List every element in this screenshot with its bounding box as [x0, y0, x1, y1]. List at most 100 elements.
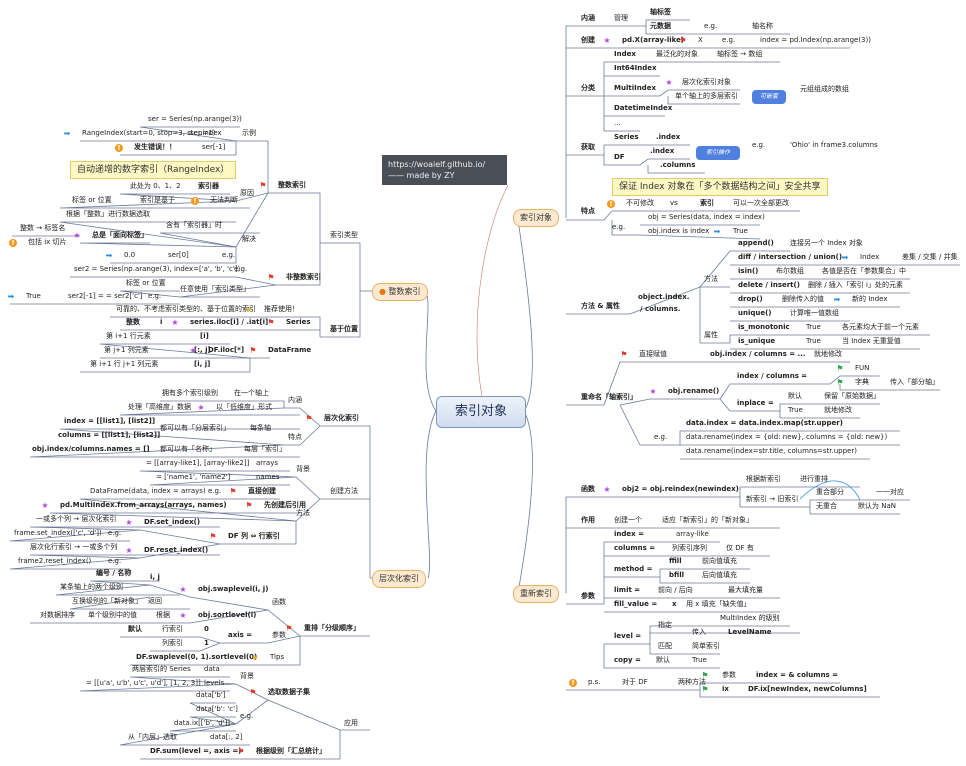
- topic-node[interactable]: 层次化索引对象: [682, 78, 731, 86]
- topic-node[interactable]: Series: [614, 133, 639, 141]
- topic-node[interactable]: 1: [204, 639, 209, 647]
- topic-node[interactable]: obj.sortlevel(i): [198, 611, 257, 619]
- topic-node[interactable]: 简单索引: [692, 642, 720, 650]
- topic-node[interactable]: 从「内层」选取: [128, 733, 177, 741]
- topic-node[interactable]: 参数: [581, 592, 595, 600]
- topic-node[interactable]: ...: [614, 119, 621, 127]
- topic-node[interactable]: copy =: [614, 656, 641, 664]
- topic-node[interactable]: 示例: [242, 129, 256, 137]
- topic-node[interactable]: columns = [[list1], [list2]]: [58, 431, 161, 439]
- topic-node[interactable]: 单个级别中的值: [88, 611, 137, 619]
- topic-node[interactable]: is_monotonic: [738, 323, 790, 331]
- topic-node[interactable]: FUN: [855, 364, 870, 372]
- topic-node[interactable]: ser2[-1] = = ser2['c']: [68, 292, 143, 300]
- topic-node[interactable]: arrays: [256, 459, 279, 467]
- topic-node[interactable]: method =: [614, 565, 653, 573]
- topic-node[interactable]: level =: [614, 632, 642, 640]
- topic-node[interactable]: x: [672, 600, 677, 608]
- topic-node[interactable]: DataFrame(data, index = arrays): [90, 487, 206, 495]
- topic-node[interactable]: e.g.: [108, 557, 122, 565]
- topic-node[interactable]: 删除传入的值: [782, 295, 824, 303]
- topic-node[interactable]: 互换级别的「新对象」: [72, 597, 142, 605]
- topic-node[interactable]: 应用: [344, 719, 358, 727]
- topic-node[interactable]: 函数: [272, 598, 286, 606]
- topic-node[interactable]: 不可修改: [626, 199, 654, 207]
- topic-node[interactable]: 重命名「轴索引」: [581, 393, 637, 401]
- topic-node[interactable]: delete / insert(): [738, 281, 800, 289]
- topic-node[interactable]: 两层索引的 Series: [132, 665, 191, 673]
- topic-node[interactable]: ix: [722, 685, 729, 693]
- branch-hierarchical-index[interactable]: 层次化索引: [372, 570, 426, 588]
- topic-node[interactable]: 重合部分: [816, 488, 844, 496]
- topic-node[interactable]: array-like: [676, 530, 709, 538]
- topic-node[interactable]: 参数: [722, 671, 736, 679]
- topic-node[interactable]: 背景: [296, 465, 310, 473]
- topic-node[interactable]: 仅 DF 有: [726, 544, 754, 552]
- topic-node[interactable]: append(): [738, 239, 774, 247]
- topic-node[interactable]: 方法 & 属性: [581, 302, 620, 310]
- topic-node[interactable]: unique(): [738, 309, 772, 317]
- topic-node[interactable]: DF 列 ⇔ 行索引: [228, 532, 280, 540]
- topic-node[interactable]: .columns: [660, 161, 696, 169]
- topic-node[interactable]: 根据级别「汇总统计」: [256, 747, 326, 755]
- topic-node[interactable]: 以「低维度」形式: [216, 403, 272, 411]
- topic-node[interactable]: 字典: [855, 378, 869, 386]
- topic-node[interactable]: 连接另一个 Index 对象: [790, 239, 863, 247]
- topic-node[interactable]: fill_value =: [614, 600, 658, 608]
- topic-node[interactable]: DF.iloc[*]: [208, 346, 245, 354]
- topic-node[interactable]: 'Ohio' in frame3.columns: [790, 141, 878, 149]
- topic-node[interactable]: 原因: [240, 189, 254, 197]
- topic-node[interactable]: 创建一个: [614, 516, 642, 524]
- topic-node[interactable]: 元组组成的数组: [800, 85, 849, 93]
- topic-node[interactable]: Index: [860, 253, 880, 261]
- topic-node[interactable]: e.g.: [752, 141, 766, 149]
- topic-node[interactable]: = ['name1', 'name2']: [156, 473, 231, 481]
- topic-node[interactable]: 标签 or 位置: [126, 279, 166, 287]
- topic-node[interactable]: object.index.: [638, 293, 690, 301]
- topic-node[interactable]: 前向值填充: [702, 557, 737, 565]
- topic-node[interactable]: e.g.: [240, 712, 254, 720]
- branch-integer-index[interactable]: ● 整数索引: [372, 283, 428, 301]
- topic-node[interactable]: data.rename(index = {old: new}, columns …: [686, 433, 888, 441]
- topic-node[interactable]: 轴标签: [650, 8, 671, 16]
- topic-node[interactable]: pd.X(array-like): [622, 36, 685, 44]
- topic-node[interactable]: e.g.: [722, 36, 736, 44]
- topic-node[interactable]: 轴名称: [752, 22, 773, 30]
- topic-node[interactable]: 索引器: [198, 182, 219, 190]
- topic-node[interactable]: 新索引 → 旧索引: [746, 495, 799, 503]
- topic-node[interactable]: 列索引: [162, 639, 183, 647]
- topic-node[interactable]: DF.sum(level =, axis =): [150, 747, 242, 755]
- topic-node[interactable]: p.s.: [588, 678, 601, 686]
- topic-node[interactable]: 匹配: [658, 642, 672, 650]
- topic-node[interactable]: limit =: [614, 586, 641, 594]
- topic-node[interactable]: 函数: [581, 485, 595, 493]
- topic-node[interactable]: 列索引序列: [672, 544, 707, 552]
- topic-node[interactable]: 属性: [704, 331, 718, 339]
- topic-node[interactable]: 先创建后引用: [264, 501, 306, 509]
- topic-node[interactable]: 管理: [614, 14, 628, 22]
- topic-node[interactable]: 保留「原始数据」: [824, 392, 880, 400]
- topic-node[interactable]: DataFrame: [268, 346, 312, 354]
- topic-node[interactable]: 传入「部分轴」: [890, 378, 939, 386]
- topic-node[interactable]: 包括 ix 切片: [28, 238, 67, 246]
- topic-node[interactable]: 某条轴上的两个级别: [60, 583, 123, 591]
- topic-node[interactable]: DF: [614, 153, 625, 161]
- topic-node[interactable]: 内涵: [581, 14, 595, 22]
- topic-node[interactable]: 元数据: [650, 22, 671, 30]
- topic-node[interactable]: 在一个轴上: [234, 389, 269, 397]
- topic-node[interactable]: 作用: [581, 516, 595, 524]
- topic-node[interactable]: 第 j+1 列元素: [104, 346, 149, 354]
- topic-node[interactable]: e.g.: [222, 251, 236, 259]
- topic-node[interactable]: 都可以有「分层索引」: [160, 424, 230, 432]
- topic-node[interactable]: 默认: [656, 656, 670, 664]
- topic-node[interactable]: 后向值填充: [702, 571, 737, 579]
- topic-node[interactable]: 前向 / 后向: [658, 586, 693, 594]
- topic-node[interactable]: obj.index/columns.names = []: [32, 445, 150, 453]
- topic-node[interactable]: bfill: [669, 571, 684, 579]
- topic-node[interactable]: 选取数据子集: [268, 688, 310, 696]
- topic-node[interactable]: i, j: [150, 573, 160, 581]
- topic-node[interactable]: Index: [614, 50, 636, 58]
- topic-node[interactable]: DF.reset_index(): [144, 546, 209, 554]
- topic-node[interactable]: 索引: [700, 199, 714, 207]
- topic-node[interactable]: is_unique: [738, 337, 776, 345]
